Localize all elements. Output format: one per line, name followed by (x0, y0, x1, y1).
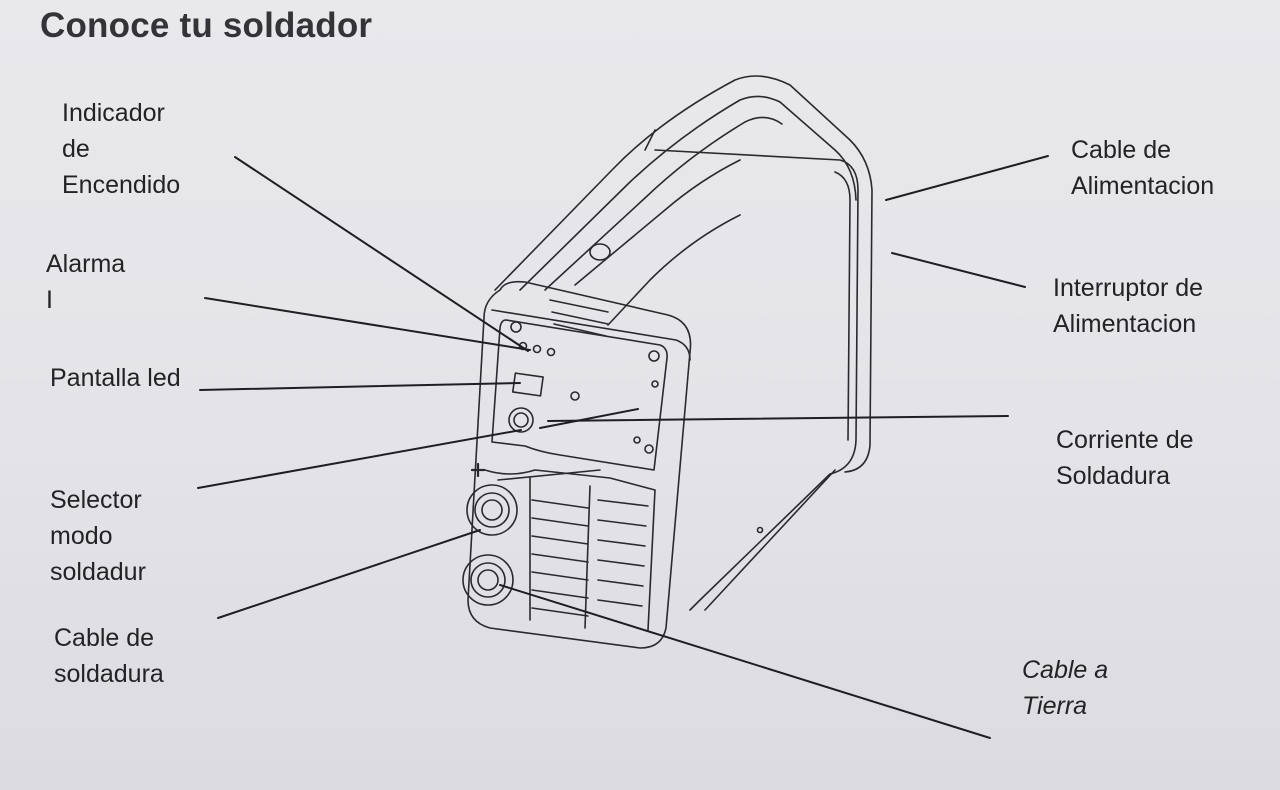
leader-indicador (234, 156, 529, 352)
leader-alarma (204, 297, 531, 351)
welder-front-face (467, 280, 692, 649)
negative-socket (462, 554, 514, 606)
positive-socket (466, 484, 518, 536)
label-pantalla-led: Pantalla led (50, 364, 181, 392)
welder-side-panel (654, 149, 859, 611)
leader-cable-soldadura (217, 529, 481, 619)
leader-selector (197, 429, 522, 489)
page-title: Conoce tu soldador (40, 6, 373, 45)
welder-handle (494, 75, 873, 473)
leader-cable-alimentacion (885, 155, 1049, 201)
leader-interruptor (891, 252, 1026, 288)
leader-cable-tierra (499, 584, 991, 739)
leader-corriente-b (539, 408, 639, 429)
leader-corriente (547, 415, 1009, 422)
leader-pantalla (199, 382, 521, 391)
control-panel (491, 319, 668, 471)
